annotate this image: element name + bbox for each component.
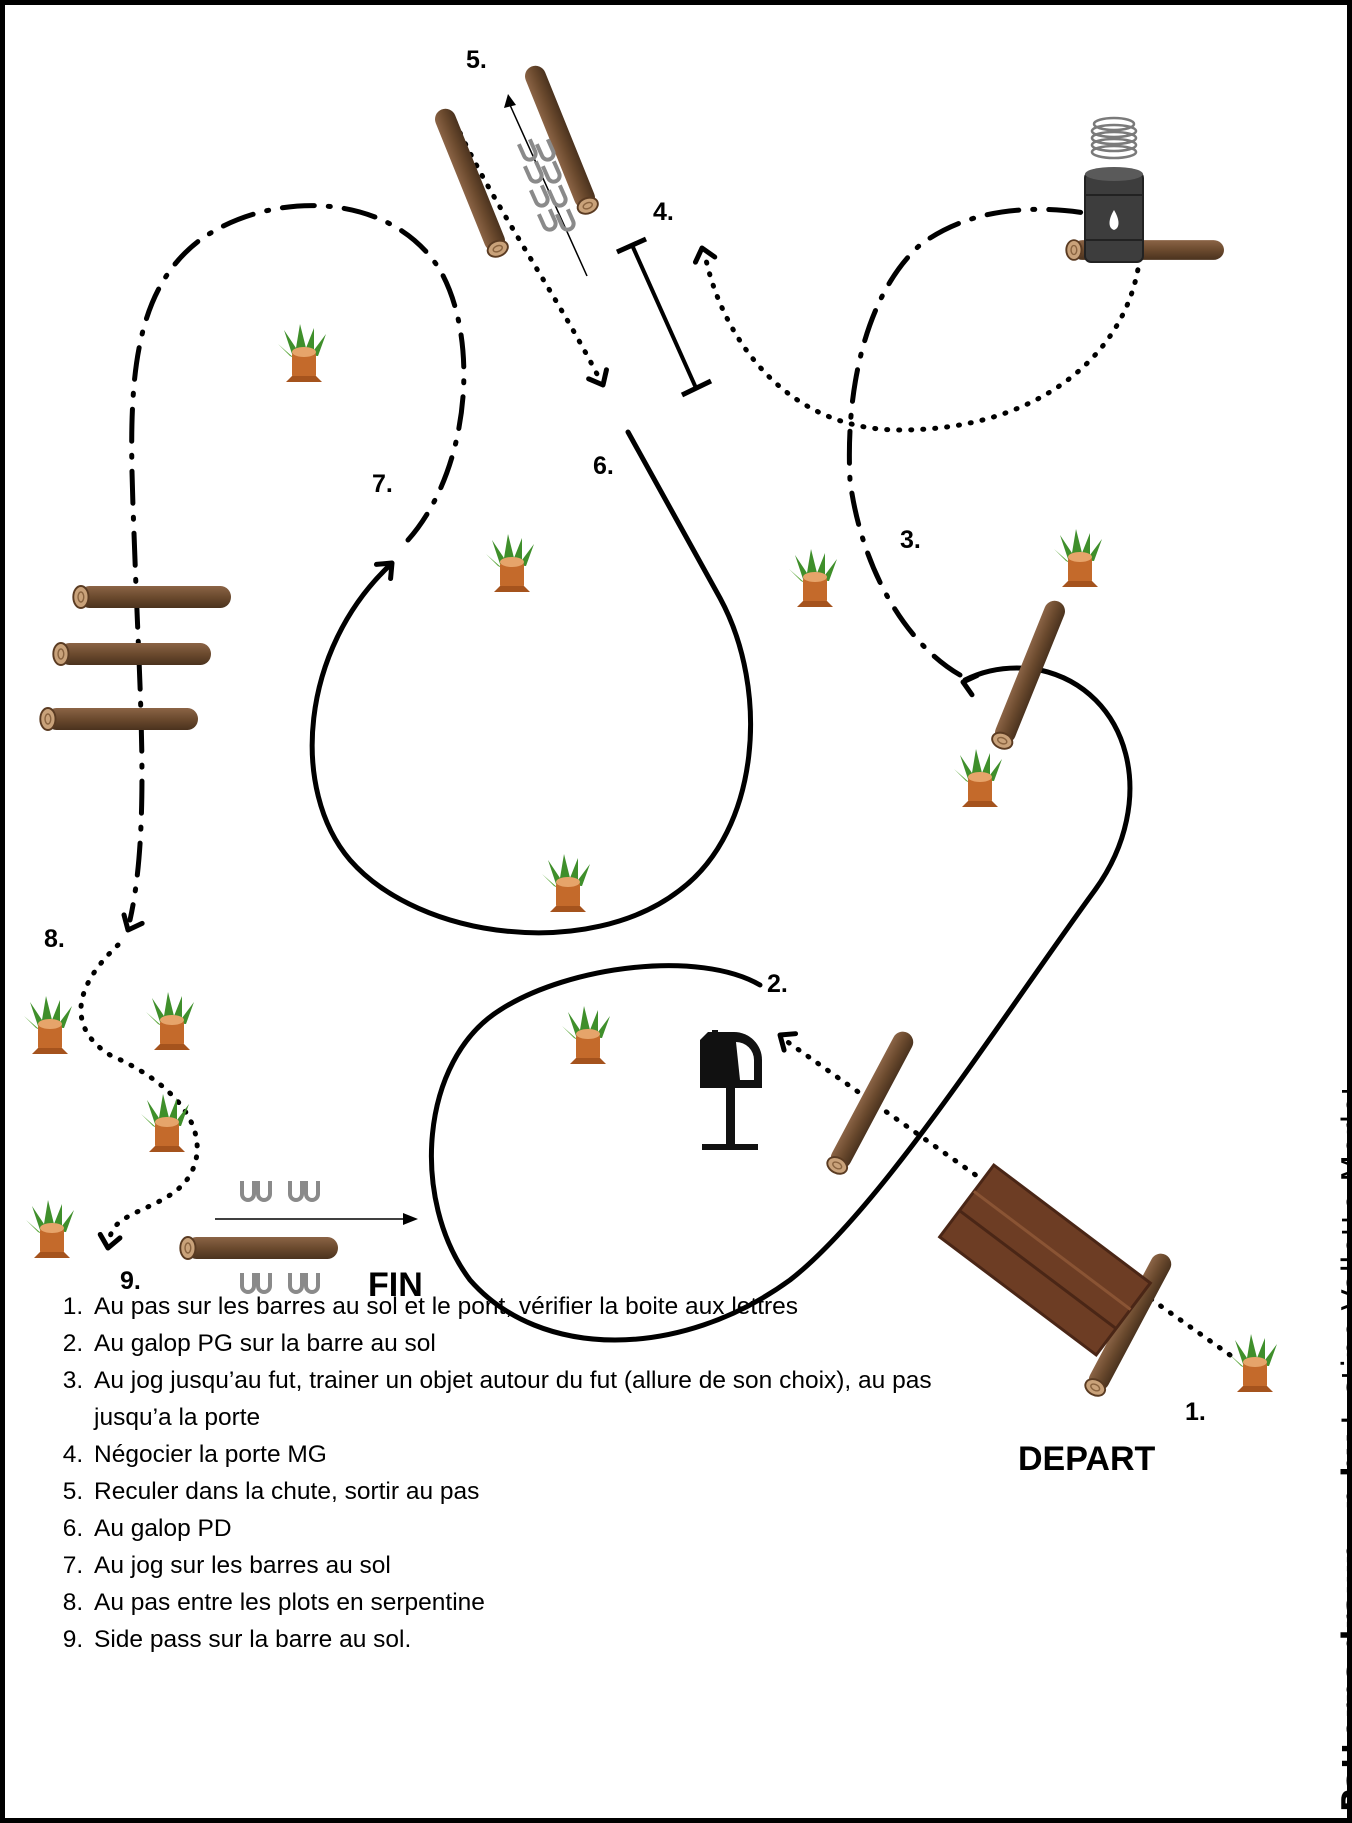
- path-5-arrowhead: [589, 370, 612, 390]
- path-1-arrowhead: [774, 1027, 795, 1050]
- tree-stump-icon: [789, 549, 837, 607]
- instructions-list: Au pas sur les barres au sol et le pont,…: [50, 1288, 1050, 1658]
- label-step-3: 3.: [900, 526, 921, 554]
- path-8-dotted: [78, 942, 200, 1243]
- barrel-icon: [1084, 167, 1144, 263]
- tree-stump-icon: [486, 534, 534, 592]
- instruction-item: Au pas entre les plots en serpentine: [90, 1584, 1050, 1621]
- log-icon: [52, 642, 213, 666]
- credit-prefix: Patterns drawn up by: [1336, 1434, 1352, 1812]
- instruction-item: Au pas sur les barres au sol et le pont,…: [90, 1288, 1050, 1325]
- label-step-1: 1.: [1185, 1398, 1206, 1426]
- instruction-item: Side pass sur la barre au sol.: [90, 1621, 1050, 1658]
- path-4-arrowhead: [692, 245, 714, 262]
- label-step-4: 4.: [653, 198, 674, 226]
- hoofprint-icon: [240, 1179, 320, 1294]
- tree-stump-icon: [141, 1094, 189, 1152]
- log-icon: [179, 1236, 339, 1260]
- tree-stump-icon: [1229, 1334, 1277, 1392]
- label-step-7: 7.: [372, 470, 393, 498]
- path-3-dotted: [702, 219, 1144, 433]
- tree-stump-icon: [278, 324, 326, 382]
- side-pass-arrowhead: [403, 1213, 418, 1225]
- log-icon: [72, 585, 233, 609]
- label-step-5: 5.: [466, 46, 487, 74]
- credit-text: Patterns drawn up by Justine Vallette-Mo…: [1336, 1083, 1352, 1812]
- rope-coil-icon: [1090, 116, 1138, 160]
- tree-stump-icon: [542, 854, 590, 912]
- label-step-6: 6.: [593, 452, 614, 480]
- instruction-item: Négocier la porte MG: [90, 1436, 1050, 1473]
- path-6-solid: [309, 429, 753, 936]
- instruction-item: Au galop PD: [90, 1510, 1050, 1547]
- tree-stump-icon: [146, 992, 194, 1050]
- bridge-icon: [937, 1162, 1153, 1358]
- tree-stump-icon: [954, 749, 1002, 807]
- label-step-8: 8.: [44, 925, 65, 953]
- tree-stump-icon: [1054, 529, 1102, 587]
- tree-stump-icon: [26, 1200, 74, 1258]
- credit-author: Justine Vallette-Morlet: [1336, 1083, 1352, 1425]
- gate-icon: [615, 236, 713, 398]
- finish-label: FIN: [368, 1266, 423, 1304]
- path-8-arrowhead: [98, 1234, 120, 1249]
- tree-stump-icon: [562, 1006, 610, 1064]
- instruction-item: Au jog sur les barres au sol: [90, 1547, 1050, 1584]
- log-icon: [430, 104, 512, 261]
- instruction-item: Reculer dans la chute, sortir au pas: [90, 1473, 1050, 1510]
- start-label: DEPART: [1018, 1440, 1156, 1478]
- path-2-solid: [428, 665, 1133, 1343]
- tree-stump-icon: [24, 996, 72, 1054]
- backup-arrowhead: [504, 94, 516, 108]
- instruction-item: Au galop PG sur la barre au sol: [90, 1325, 1050, 1362]
- mailbox-icon: [700, 1030, 762, 1150]
- instruction-item: Au jog jusqu’au fut, trainer un objet au…: [90, 1362, 954, 1436]
- log-icon: [39, 707, 200, 731]
- label-step-9: 9.: [120, 1267, 141, 1295]
- path-3-dashdot: [846, 206, 1123, 678]
- label-step-2: 2.: [767, 970, 788, 998]
- path-7-dashdot: [127, 203, 467, 923]
